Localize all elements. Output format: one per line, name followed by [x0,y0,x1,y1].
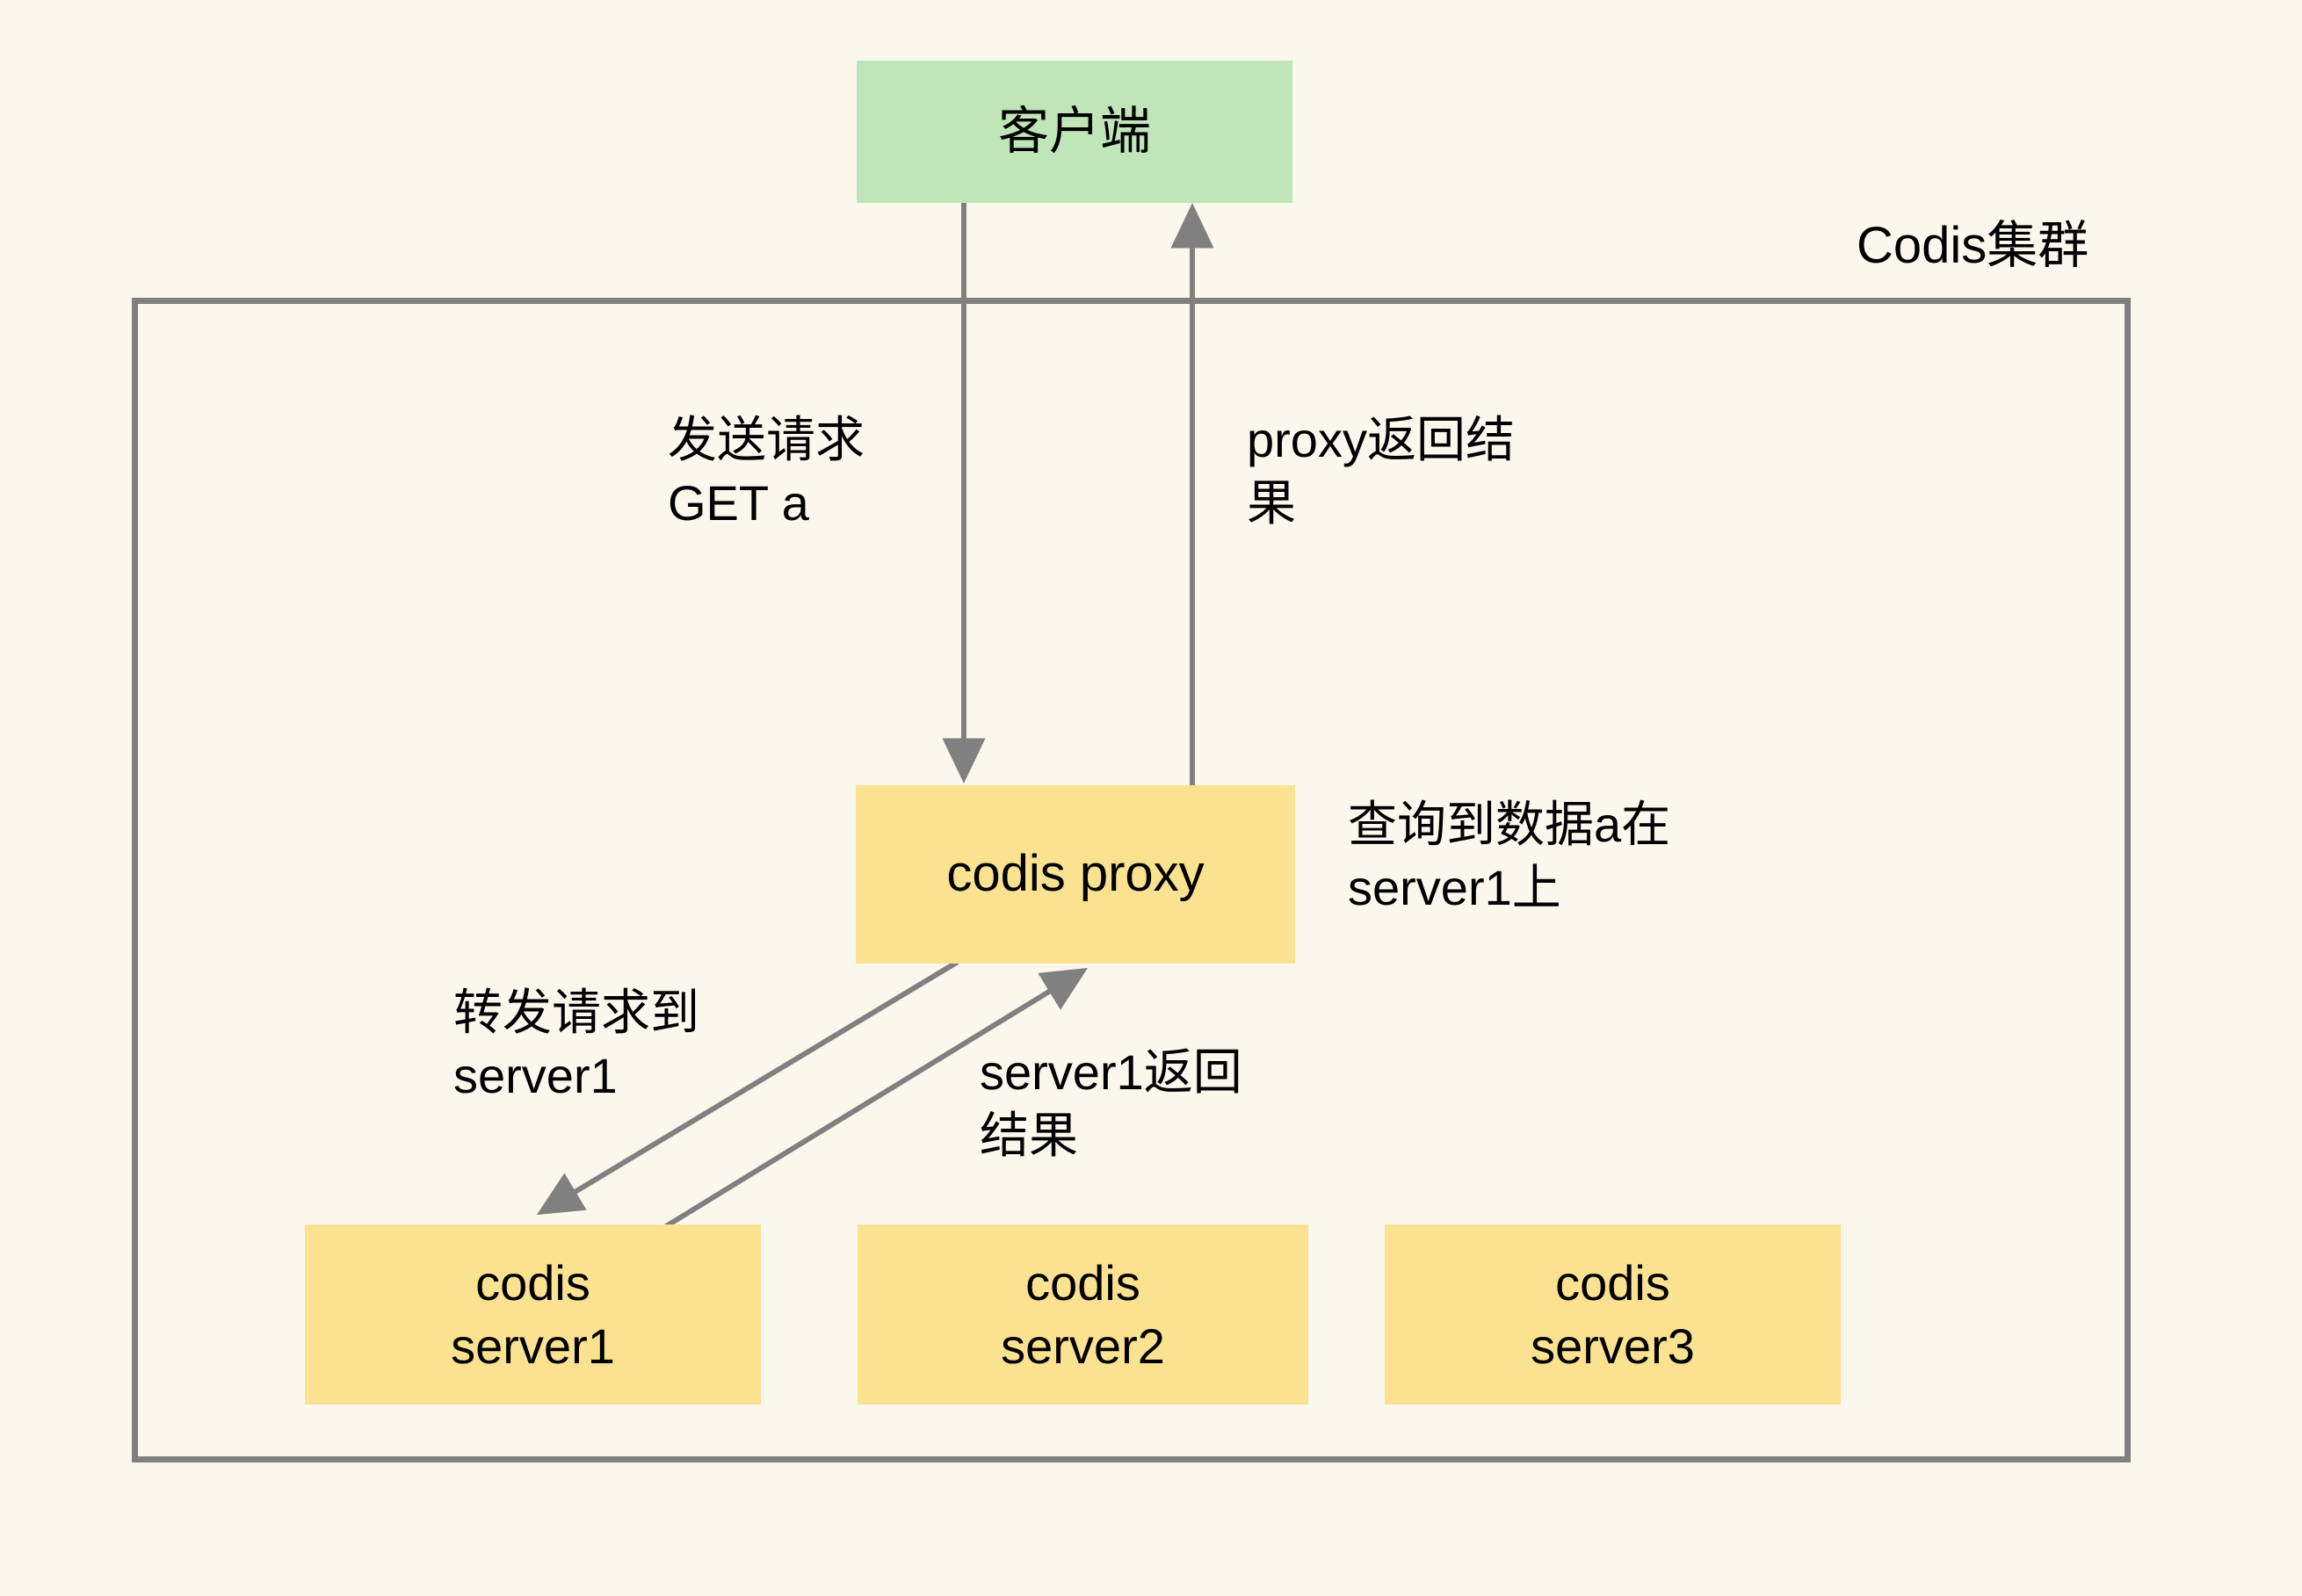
node-codis-proxy[interactable]: codis proxy [856,785,1295,964]
codis-cluster-label: Codis集群 [1857,217,2089,274]
node-client-label: 客户端 [997,102,1151,160]
node-codis-server3[interactable]: codis server3 [1385,1224,1841,1405]
node-codis-server2[interactable]: codis server2 [858,1224,1308,1405]
codis-cluster-container [132,298,2131,1462]
node-codis-proxy-label: codis proxy [946,845,1205,903]
node-codis-server2-label: codis server2 [1001,1254,1165,1374]
edge-label-query-found: 查询到数据a在 server1上 [1348,797,1671,915]
edge-label-send-request: 发送请求 GET a [668,412,865,531]
node-codis-server1-label: codis server1 [451,1254,615,1374]
edge-label-proxy-return: proxy返回结 果 [1247,412,1515,531]
edge-label-forward-request: 转发请求到 server1 [453,985,699,1103]
edge-label-server1-return: server1返回 结果 [980,1044,1242,1163]
node-codis-server1[interactable]: codis server1 [305,1224,761,1405]
node-client[interactable]: 客户端 [857,61,1292,203]
node-codis-server3-label: codis server3 [1531,1254,1695,1374]
